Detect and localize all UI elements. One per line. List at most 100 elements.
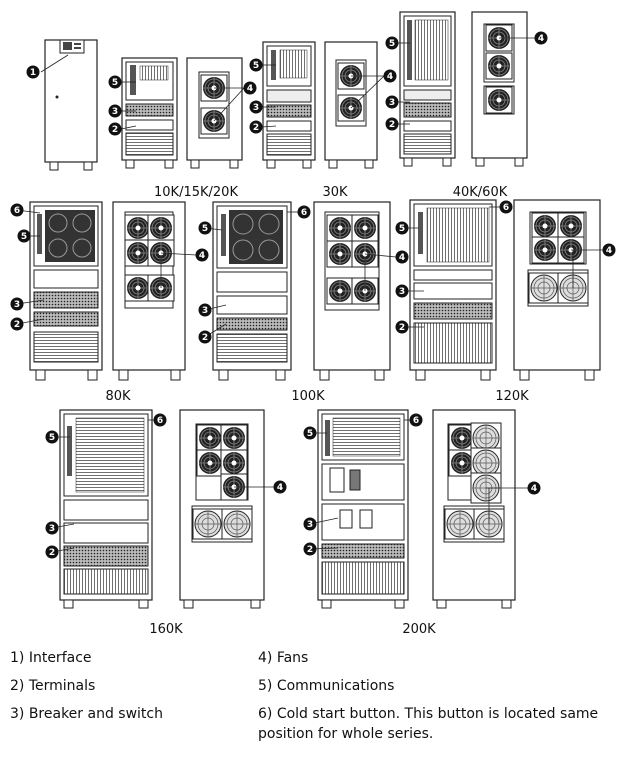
- callout-badge: 5: [45, 430, 59, 444]
- callout-badge: 3: [303, 517, 317, 531]
- callout-badge: 5: [385, 36, 399, 50]
- callout-badge: 5: [395, 221, 409, 235]
- legend-text: Communications: [276, 678, 395, 694]
- callout-number: 3: [253, 103, 259, 113]
- callout-badge: 6: [10, 203, 24, 217]
- ups-cabinet-diagram: 10K/15K/20K 30K 40K/60K: [10, 11, 616, 637]
- callout-number: 2: [14, 320, 20, 330]
- callout-badge: 6: [409, 413, 423, 427]
- callout-badge: 4: [602, 243, 616, 257]
- callout-number: 2: [389, 120, 395, 130]
- callout-number: 2: [253, 123, 259, 133]
- model-label-80k: 80K: [105, 389, 131, 404]
- legend-item-fans: 4) Fans: [258, 648, 308, 668]
- legend-num: 3): [10, 706, 25, 722]
- callout-badge: 2: [249, 120, 263, 134]
- callout-badge: 1: [26, 65, 40, 79]
- callout-number: 6: [157, 416, 163, 426]
- callout-number: 4: [538, 34, 544, 44]
- callout-number: 4: [387, 72, 393, 82]
- callout-badge: 5: [108, 75, 122, 89]
- callout-number: 2: [399, 323, 405, 333]
- legend-num: 6): [258, 706, 273, 722]
- callout-number: 6: [14, 206, 20, 216]
- callout-number: 6: [301, 208, 307, 218]
- callout-badge: 2: [303, 542, 317, 556]
- model-label-10k: 10K/15K/20K: [154, 185, 238, 200]
- callout-badge: 4: [243, 81, 257, 95]
- legend-text: Cold start button. This button is locate…: [258, 706, 599, 742]
- model-label-200k: 200K: [402, 622, 436, 637]
- cabinet-30k-front: [262, 41, 316, 169]
- legend-item-breaker: 3) Breaker and switch: [10, 704, 163, 724]
- callout-number: 4: [199, 251, 205, 261]
- cabinet-160k-front: [59, 409, 153, 609]
- callout-badge: 3: [395, 284, 409, 298]
- callout-number: 3: [202, 306, 208, 316]
- callout-badge: 2: [108, 122, 122, 136]
- callout-number: 3: [399, 287, 405, 297]
- callout-badge: 4: [527, 481, 541, 495]
- model-label-30k: 30K: [322, 185, 348, 200]
- callout-number: 4: [531, 484, 537, 494]
- callout-badge: 3: [108, 104, 122, 118]
- callout-badge: 3: [249, 100, 263, 114]
- callout-number: 4: [606, 246, 612, 256]
- callout-number: 2: [307, 545, 313, 555]
- callout-number: 5: [21, 232, 27, 242]
- cabinet-40k-back: [471, 11, 528, 167]
- model-label-40k: 40K/60K: [453, 185, 508, 200]
- cabinet-30k-back: [324, 41, 378, 169]
- callout-number: 5: [202, 224, 208, 234]
- legend-item-communications: 5) Communications: [258, 676, 394, 696]
- legend-item-cold-start: 6) Cold start button. This button is loc…: [258, 704, 603, 744]
- cabinet-10k-front: [121, 57, 178, 169]
- legend-num: 4): [258, 650, 273, 666]
- legend-text: Terminals: [28, 678, 96, 694]
- legend-num: 2): [10, 678, 25, 694]
- cabinet-160k-back: [179, 409, 265, 609]
- cabinet-200k-back: [432, 409, 516, 609]
- callout-number: 5: [389, 39, 395, 49]
- callout-number: 5: [399, 224, 405, 234]
- callout-number: 3: [389, 98, 395, 108]
- legend-item-interface: 1) Interface: [10, 648, 92, 668]
- cabinet-80k-front: [29, 201, 103, 381]
- legend-num: 1): [10, 650, 25, 666]
- cabinet-100k-back: [313, 201, 391, 381]
- legend-num: 5): [258, 678, 273, 694]
- callout-badge: 2: [198, 330, 212, 344]
- callout-badge: 3: [385, 95, 399, 109]
- callout-number: 5: [253, 61, 259, 71]
- cabinet-40k-front: [399, 11, 456, 167]
- model-label-120k: 120K: [495, 389, 529, 404]
- callout-number: 5: [112, 78, 118, 88]
- callout-badge: 6: [153, 413, 167, 427]
- callout-number: 5: [49, 433, 55, 443]
- callout-number: 3: [14, 300, 20, 310]
- callout-badge: 5: [198, 221, 212, 235]
- callout-number: 4: [247, 84, 253, 94]
- model-label-160k: 160K: [149, 622, 183, 637]
- callout-number: 3: [307, 520, 313, 530]
- callout-number: 6: [503, 203, 509, 213]
- callout-badge: 4: [195, 248, 209, 262]
- callout-badge: 5: [249, 58, 263, 72]
- cabinet-80k-back: [112, 201, 186, 381]
- cabinet-10k-back: [186, 57, 243, 169]
- callout-badge: 6: [297, 205, 311, 219]
- legend-item-terminals: 2) Terminals: [10, 676, 95, 696]
- cabinet-interface-front: [44, 39, 98, 171]
- callout-badge: 4: [273, 480, 287, 494]
- callout-badge: 2: [45, 545, 59, 559]
- callout-number: 3: [112, 107, 118, 117]
- callout-number: 2: [112, 125, 118, 135]
- model-label-100k: 100K: [291, 389, 325, 404]
- callout-badge: 2: [395, 320, 409, 334]
- callout-badge: 6: [499, 200, 513, 214]
- callout-badge: 3: [10, 297, 24, 311]
- callout-badge: 4: [534, 31, 548, 45]
- callout-badge: 5: [17, 229, 31, 243]
- cabinet-200k-front: [317, 409, 409, 609]
- callout-number: 2: [202, 333, 208, 343]
